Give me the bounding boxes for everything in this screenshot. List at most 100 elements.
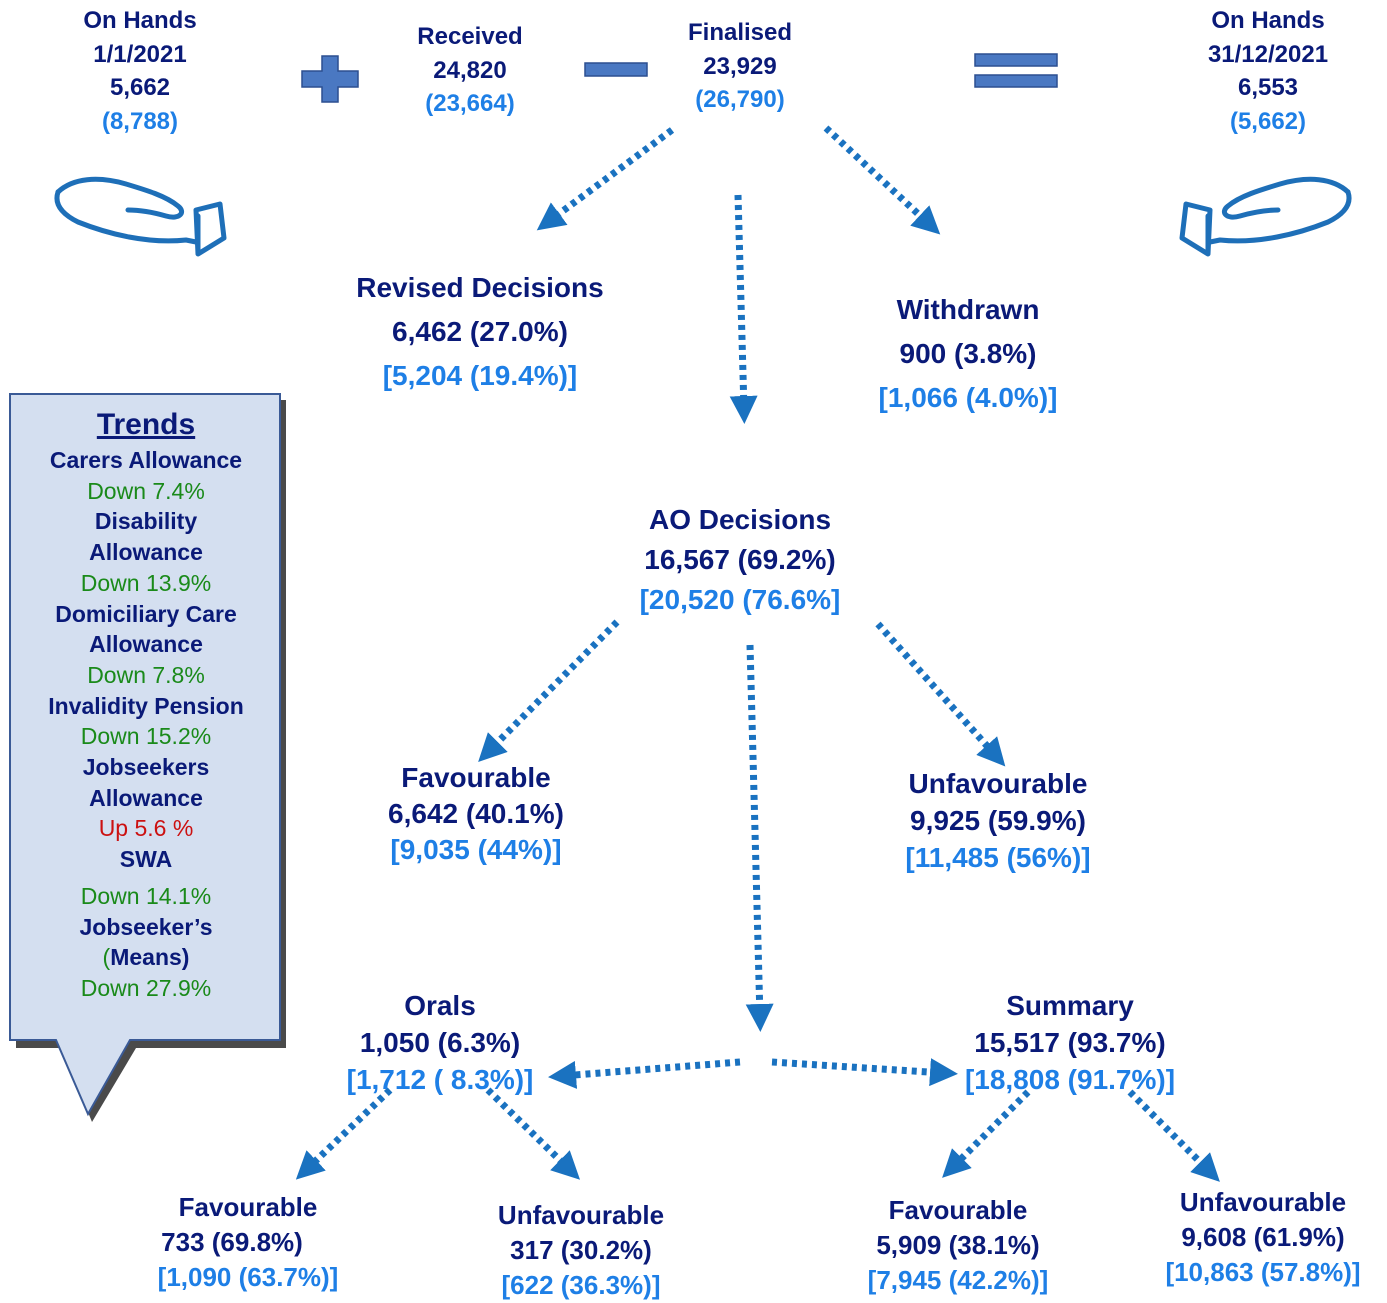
withdrawn-prev: [1,066 (4.0%)]	[878, 382, 1058, 413]
arrow-split-to-orals	[548, 1058, 741, 1089]
trend-carers-change: Down 7.4%	[87, 477, 205, 504]
trends-title: Trends	[96, 408, 196, 441]
trend-domiciliary-name-1: Domiciliary Care	[55, 600, 237, 627]
orals-unfavourable-label: Unfavourable	[497, 1200, 665, 1230]
orals-favourable: Favourable 733 (69.8%) [1,090 (63.7%)]	[130, 1190, 366, 1295]
trend-carers-name: Carers Allowance	[49, 447, 243, 473]
ao-decisions: AO Decisions 16,567 (69.2%) [20,520 (76.…	[588, 500, 892, 620]
orals-value: 1,050 (6.3%)	[359, 1027, 521, 1058]
arrow-finalised-to-revised	[536, 127, 675, 231]
orals-favourable-label: Favourable	[178, 1192, 318, 1222]
withdrawn-label: Withdrawn	[896, 294, 1040, 325]
summary-unfavourable: Unfavourable 9,608 (61.9%) [10,863 (57.8…	[1146, 1185, 1380, 1290]
revised-label: Revised Decisions	[356, 272, 604, 303]
on-hands-end-value: 6,553	[1237, 74, 1299, 102]
received-value: 24,820	[433, 56, 507, 84]
finalised-value: 23,929	[703, 52, 777, 80]
trend-domiciliary-name-2: Allowance	[89, 631, 203, 658]
summary-favourable-value: 5,909 (38.1%)	[876, 1230, 1040, 1260]
ao-unfavourable-label: Unfavourable	[908, 768, 1088, 799]
arrow-ao-to-favourable	[478, 619, 620, 762]
arrow-summary-to-favourable	[942, 1089, 1031, 1178]
ao-value: 16,567 (69.2%)	[644, 544, 836, 575]
trends-callout	[9, 393, 286, 1122]
trend-disability-change: Down 13.9%	[80, 569, 212, 596]
arrow-summary-to-unfavourable	[1127, 1089, 1220, 1182]
on-hands-end-prev: (5,662)	[1229, 107, 1307, 135]
trend-jobseekers-name-1: Jobseekers	[82, 754, 210, 781]
on-hands-start-value: 5,662	[109, 74, 171, 102]
equals-icon	[974, 53, 1058, 88]
summary: Summary 15,517 (93.7%) [18,808 (91.7%)]	[930, 987, 1210, 1098]
on-hands-start-label: On Hands	[83, 7, 197, 34]
ao-unfavourable-prev: [11,485 (56%)]	[905, 842, 1091, 873]
trend-domiciliary-change: Down 7.8%	[87, 661, 205, 688]
on-hands-start-prev: (8,788)	[101, 107, 179, 135]
finalised: Finalised 23,929 (26,790)	[650, 16, 830, 117]
on-hands-end-date: 31/12/2021	[1207, 40, 1329, 68]
trend-swa-change: Down 14.1%	[80, 882, 212, 909]
on-hands-end-label: On Hands	[1211, 7, 1325, 34]
trend-jobseekers-name-2: Allowance	[89, 784, 203, 811]
arrow-orals-to-favourable	[295, 1087, 393, 1180]
trend-jobseekers-means-name-1: Jobseeker’s	[79, 913, 213, 940]
revised-decisions: Revised Decisions 6,462 (27.0%) [5,204 (…	[318, 266, 642, 398]
on-hands-end: On Hands 31/12/2021 6,553 (5,662)	[1168, 4, 1368, 138]
received: Received 24,820 (23,664)	[380, 20, 560, 121]
minus-icon	[584, 62, 648, 77]
trend-disability-name-2: Allowance	[89, 539, 203, 566]
summary-favourable-label: Favourable	[888, 1195, 1028, 1225]
orals-unfavourable-prev: [622 (36.3%)]	[501, 1270, 661, 1300]
orals-favourable-prev: [1,090 (63.7%)]	[157, 1262, 339, 1292]
open-hand-icon-right	[1179, 176, 1352, 257]
arrow-split-to-summary	[771, 1058, 958, 1087]
ao-favourable-prev: [9,035 (44%)]	[390, 834, 562, 865]
arrow-ao-to-orals-summary	[745, 644, 774, 1032]
finalised-prev: (26,790)	[695, 86, 785, 114]
orals-unfavourable-value: 317 (30.2%)	[510, 1235, 652, 1265]
withdrawn: Withdrawn 900 (3.8%) [1,066 (4.0%)]	[818, 288, 1118, 420]
summary-value: 15,517 (93.7%)	[974, 1027, 1166, 1058]
summary-unfavourable-label: Unfavourable	[1179, 1187, 1347, 1217]
received-label: Received	[417, 23, 523, 50]
summary-prev: [18,808 (91.7%)]	[964, 1064, 1176, 1095]
trend-jobseekers-means-rest: Means)	[110, 944, 190, 971]
trend-invalidity-change: Down 15.2%	[80, 723, 212, 750]
plus-icon	[301, 55, 359, 103]
orals-favourable-value: 733 (69.8%)	[161, 1227, 303, 1257]
arrow-finalised-to-withdrawn	[823, 125, 941, 235]
ao-unfavourable-value: 9,925 (59.9%)	[910, 805, 1086, 836]
open-hand-icon-left	[54, 176, 227, 257]
trend-jobseekers-means-change: Down 27.9%	[80, 974, 212, 1001]
trend-invalidity-name: Invalidity Pension	[48, 692, 244, 719]
arrow-finalised-to-ao	[729, 194, 758, 424]
revised-value: 6,462 (27.0%)	[392, 316, 568, 347]
received-prev: (23,664)	[425, 90, 515, 118]
summary-favourable: Favourable 5,909 (38.1%) [7,945 (42.2%)]	[842, 1193, 1074, 1298]
withdrawn-value: 900 (3.8%)	[899, 338, 1037, 369]
trend-disability-name-1: Disability	[94, 508, 198, 535]
arrow-ao-to-unfavourable	[875, 621, 1006, 767]
trend-jobseekers-change: Up 5.6 %	[98, 815, 194, 842]
revised-prev: [5,204 (19.4%)]	[382, 360, 578, 391]
summary-favourable-prev: [7,945 (42.2%)]	[867, 1265, 1049, 1295]
ao-label: AO Decisions	[648, 504, 832, 535]
on-hands-start: On Hands 1/1/2021 5,662 (8,788)	[40, 4, 240, 138]
ao-favourable-value: 6,642 (40.1%)	[388, 798, 564, 829]
finalised-label: Finalised	[687, 19, 793, 46]
trends-panel: Trends Carers Allowance Down 7.4% Disabi…	[12, 405, 280, 1004]
summary-unfavourable-prev: [10,863 (57.8%)]	[1165, 1257, 1361, 1287]
ao-prev: [20,520 (76.6%]	[639, 584, 841, 615]
trend-jobseekers-means-name-2: (Means)	[12, 942, 280, 973]
ao-unfavourable: Unfavourable 9,925 (59.9%) [11,485 (56%)…	[860, 765, 1136, 876]
summary-label: Summary	[1006, 990, 1134, 1021]
orals: Orals 1,050 (6.3%) [1,712 ( 8.3%)]	[320, 987, 560, 1098]
orals-prev: [1,712 ( 8.3%)]	[346, 1064, 534, 1095]
trend-swa-name: SWA	[119, 846, 173, 873]
on-hands-start-date: 1/1/2021	[93, 40, 187, 68]
trend-jobseekers-means-paren: (	[102, 944, 111, 971]
orals-unfavourable: Unfavourable 317 (30.2%) [622 (36.3%)]	[468, 1198, 694, 1303]
ao-favourable: Favourable 6,642 (40.1%) [9,035 (44%)]	[334, 760, 618, 868]
ao-favourable-label: Favourable	[401, 762, 551, 793]
